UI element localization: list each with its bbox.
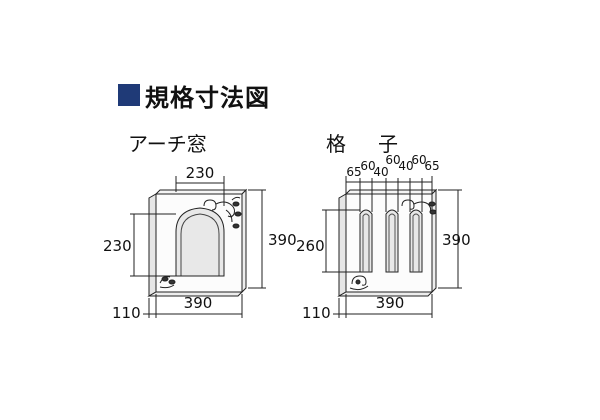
scroll-ornament-icon [349,275,369,291]
lattice-segment-label: 65 [424,159,439,173]
lattice-segment-label: 60 [411,153,426,167]
section-heading: 規格寸法図 [118,80,270,112]
section-title: 規格寸法図 [145,83,270,112]
arch-dim-top-width: 230 [186,164,215,182]
lattice-block [322,176,462,318]
arch-block [130,176,266,318]
arch-dim-depth: 110 [112,304,141,322]
product-title-arch: アーチ窓 [128,132,207,156]
arch-dim-opening-height: 230 [103,237,132,255]
heading-square-icon [118,84,140,106]
product-title-lattice: 格 子 [326,132,404,156]
scroll-ornament-icon [401,199,437,215]
arch-dim-height: 390 [268,231,297,249]
leaf-ornament-icon [159,276,176,289]
lattice-segment-label: 60 [360,159,375,173]
lattice-segment-label: 65 [346,165,361,179]
lattice-segment-label: 40 [373,165,388,179]
lattice-segment-label: 40 [398,159,413,173]
lattice-segment-label: 60 [385,153,400,167]
lattice-dim-width: 390 [376,294,405,312]
lattice-dim-opening-height: 260 [296,237,325,255]
arch-dim-width: 390 [184,294,213,312]
lattice-dim-depth: 110 [302,304,331,322]
lattice-dim-height: 390 [442,231,471,249]
